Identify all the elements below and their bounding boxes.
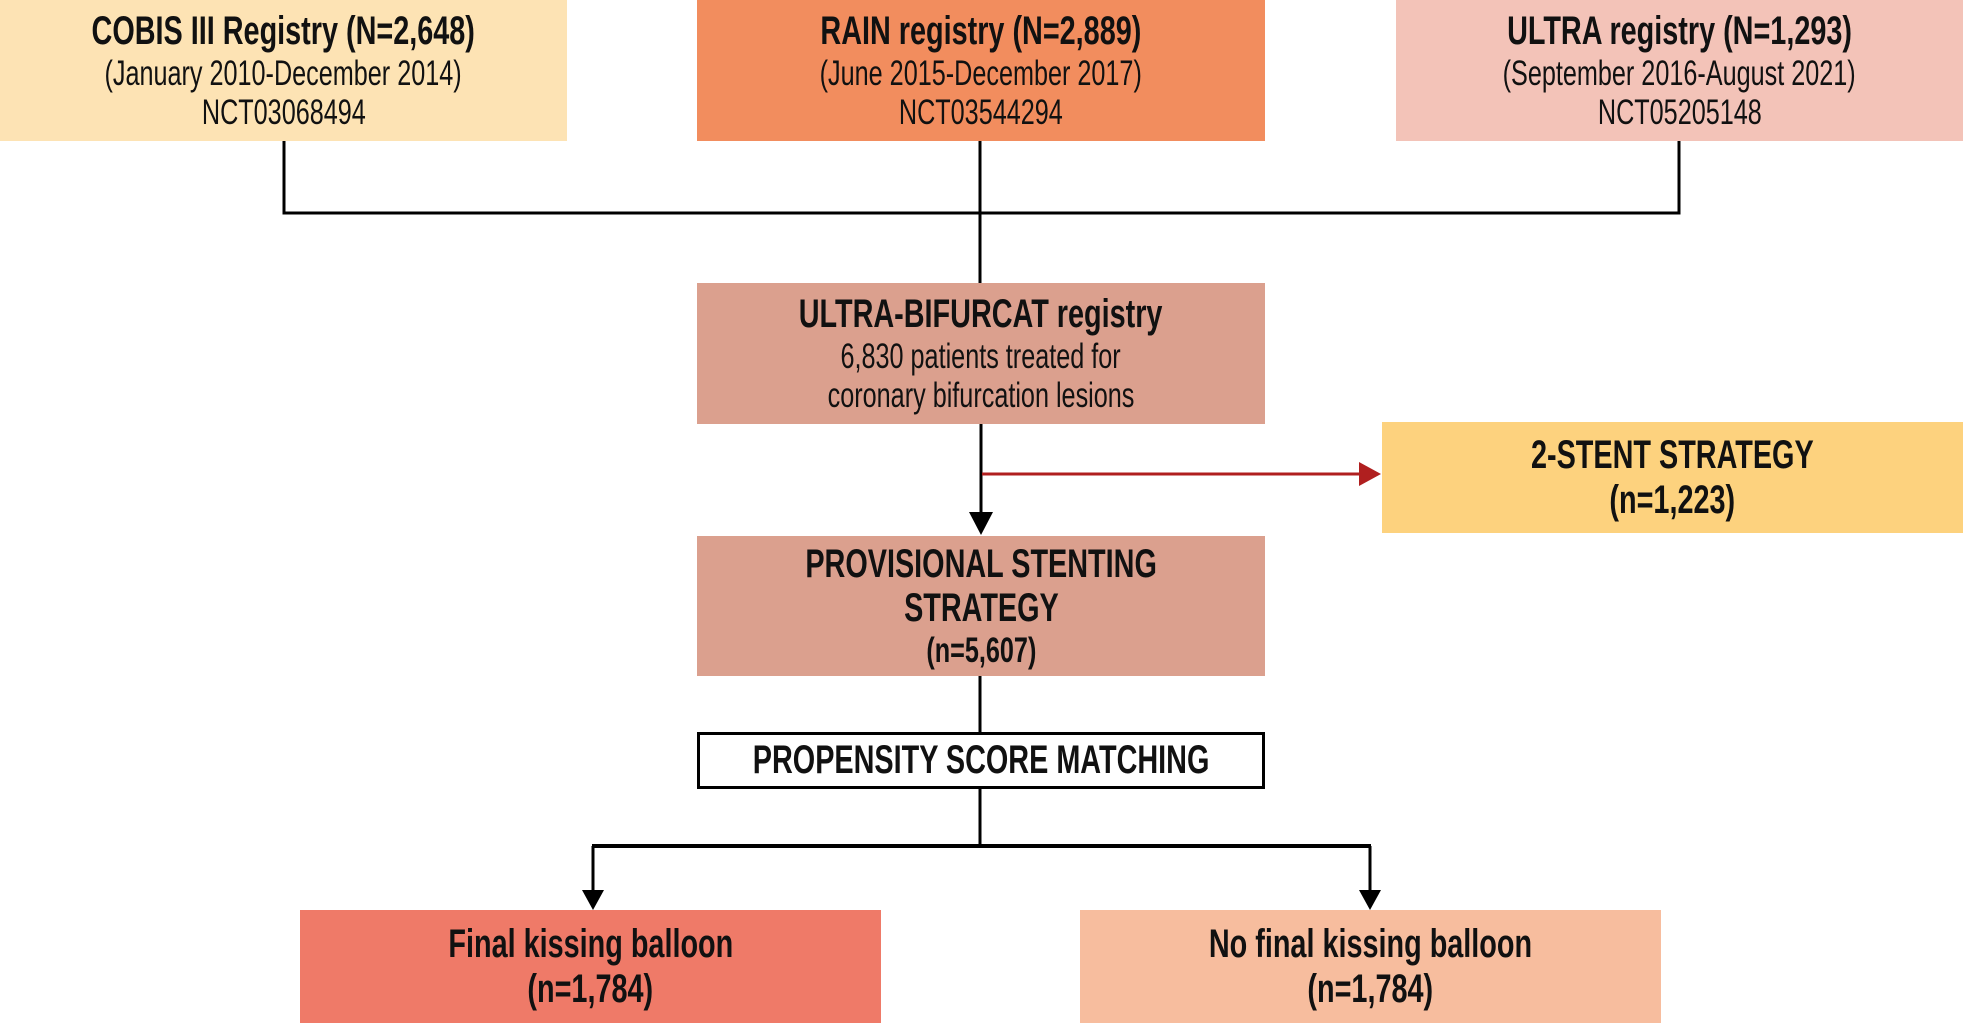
matching-label: PROPENSITY SCORE MATCHING [752, 738, 1210, 783]
arrowhead-down-icon [1359, 890, 1381, 910]
registry-box-rain: RAIN registry (N=2,889) (June 2015-Decem… [697, 0, 1265, 141]
group-box-no-fkb: No final kissing balloon (n=1,784) [1080, 910, 1661, 1023]
combined-title: ULTRA-BIFURCAT registry [799, 291, 1163, 336]
registry-id: NCT03068494 [201, 92, 366, 132]
registry-box-cobis: COBIS III Registry (N=2,648) (January 20… [0, 0, 567, 141]
group-title: No final kissing balloon [1208, 921, 1533, 966]
provisional-title-2: STRATEGY [903, 586, 1059, 631]
arrowhead-down-icon [582, 890, 604, 910]
registry-id: NCT05205148 [1597, 92, 1762, 132]
combined-registry-box: ULTRA-BIFURCAT registry 6,830 patients t… [697, 283, 1265, 424]
registry-title: COBIS III Registry (N=2,648) [91, 8, 476, 53]
provisional-title-1: PROVISIONAL STENTING [805, 541, 1157, 586]
registry-period: (June 2015-December 2017) [819, 53, 1143, 93]
group-title: Final kissing balloon [448, 921, 733, 966]
group-count: (n=1,784) [527, 966, 654, 1011]
registry-period: (September 2016-August 2021) [1502, 53, 1857, 93]
registry-title: RAIN registry (N=2,889) [820, 8, 1142, 53]
registry-title: ULTRA registry (N=1,293) [1507, 8, 1852, 53]
provisional-count: (n=5,607) [926, 631, 1036, 671]
two-stent-count: (n=1,223) [1609, 477, 1736, 522]
provisional-box: PROVISIONAL STENTING STRATEGY (n=5,607) [697, 536, 1265, 676]
arrowhead-right-icon [1359, 462, 1381, 486]
group-count: (n=1,784) [1307, 966, 1434, 1011]
registry-period: (January 2010-December 2014) [104, 53, 463, 93]
combined-line2: coronary bifurcation lesions [827, 375, 1135, 415]
registry-box-ultra: ULTRA registry (N=1,293) (September 2016… [1396, 0, 1963, 141]
combined-line1: 6,830 patients treated for [840, 336, 1122, 376]
group-box-fkb: Final kissing balloon (n=1,784) [300, 910, 881, 1023]
arrowhead-down-icon [969, 512, 993, 535]
matching-box: PROPENSITY SCORE MATCHING [697, 732, 1265, 789]
registry-id: NCT03544294 [899, 92, 1063, 132]
two-stent-title: 2-STENT STRATEGY [1531, 432, 1814, 477]
two-stent-box: 2-STENT STRATEGY (n=1,223) [1382, 422, 1963, 533]
